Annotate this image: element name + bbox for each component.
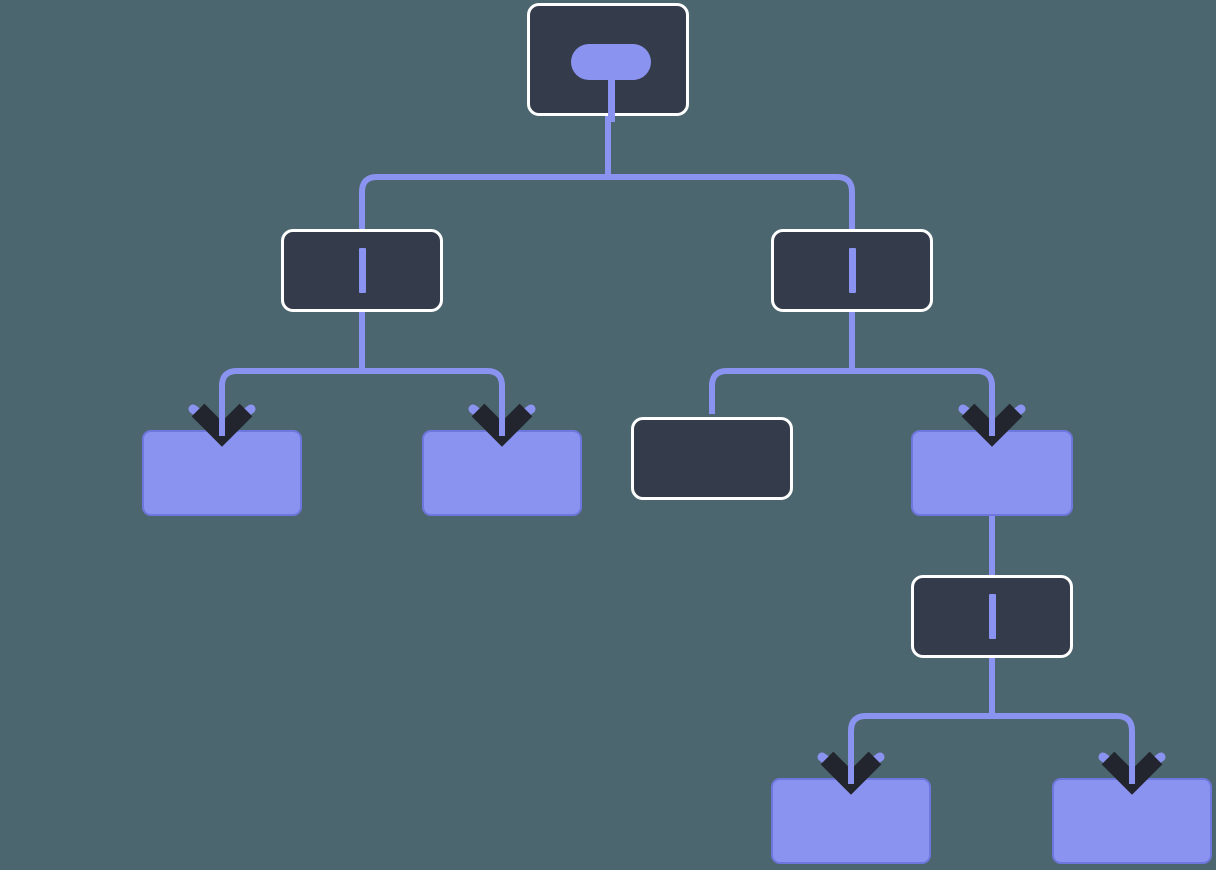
node-inner-connector-line [988,594,996,639]
intermediate-node-accent[interactable] [911,430,1073,516]
terminal-node-dark[interactable] [631,417,793,500]
branch-node-right[interactable] [771,229,933,312]
node-inner-connector-line [848,248,856,293]
branch-node-left[interactable] [281,229,443,312]
root-node-pill-badge [571,44,651,80]
branch-node-lower[interactable] [911,575,1073,658]
leaf-node-d[interactable] [1052,778,1212,864]
leaf-node-a[interactable] [142,430,302,516]
root-node[interactable] [527,3,689,122]
leaf-node-b[interactable] [422,430,582,516]
leaf-node-c[interactable] [771,778,931,864]
root-node-pill-stem [608,76,615,122]
node-inner-connector-line [358,248,366,293]
